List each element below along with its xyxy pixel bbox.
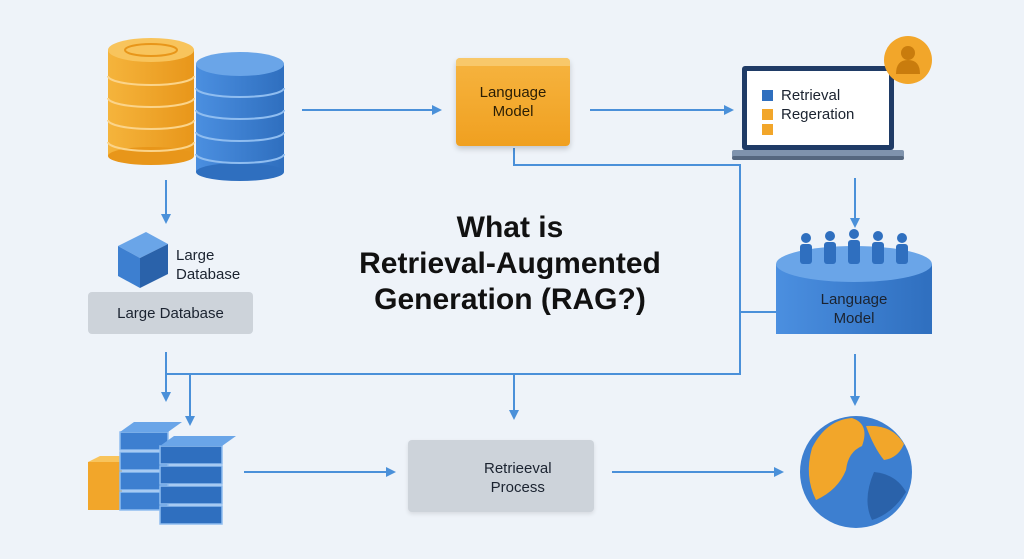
language-model-right-label: Language Model <box>776 290 932 328</box>
screen-line2: Regeration <box>781 106 855 123</box>
user-badge-icon <box>884 36 932 84</box>
large-database-box: Large Database <box>88 292 253 334</box>
title-line2: Retrieval-Augmented <box>359 247 661 280</box>
retrieval-process-label: Retrieeval Process <box>484 459 552 497</box>
language-model-top-line2: Model <box>492 103 534 120</box>
language-model-platform-icon <box>776 229 932 334</box>
server-stack-icon <box>88 422 236 525</box>
laptop-screen-text: Retrieval Regeration <box>762 86 854 135</box>
retrieval-process-line1: Retrieeval <box>484 460 552 477</box>
retrieval-process-line2: Process <box>490 479 545 496</box>
large-database-label-line2: Database <box>176 266 241 283</box>
large-database-label: Large Database <box>176 246 240 284</box>
language-model-right-line2: Model <box>833 310 875 327</box>
globe-icon <box>800 416 912 528</box>
page-title: What is Retrieval-Augmented Generation (… <box>300 210 720 318</box>
screen-line1: Retrieval <box>781 87 841 104</box>
title-line1: What is <box>456 211 564 244</box>
blue-square-icon <box>762 90 773 101</box>
language-model-top-line1: Language <box>479 84 547 101</box>
title-line3: Generation (RAG?) <box>374 283 646 316</box>
language-model-right-line1: Language <box>820 291 888 308</box>
large-database-box-label: Large Database <box>117 304 224 322</box>
retrieval-process-box <box>408 440 594 512</box>
cube-icon <box>118 232 168 288</box>
orange-square-icon <box>762 124 773 135</box>
database-cylinders-icon <box>107 38 285 181</box>
line-lm-down <box>166 148 741 375</box>
orange-square-icon <box>762 109 773 120</box>
language-model-top-box: Language Model <box>456 58 570 146</box>
connectors <box>161 105 860 477</box>
large-database-label-line1: Large <box>176 247 215 264</box>
